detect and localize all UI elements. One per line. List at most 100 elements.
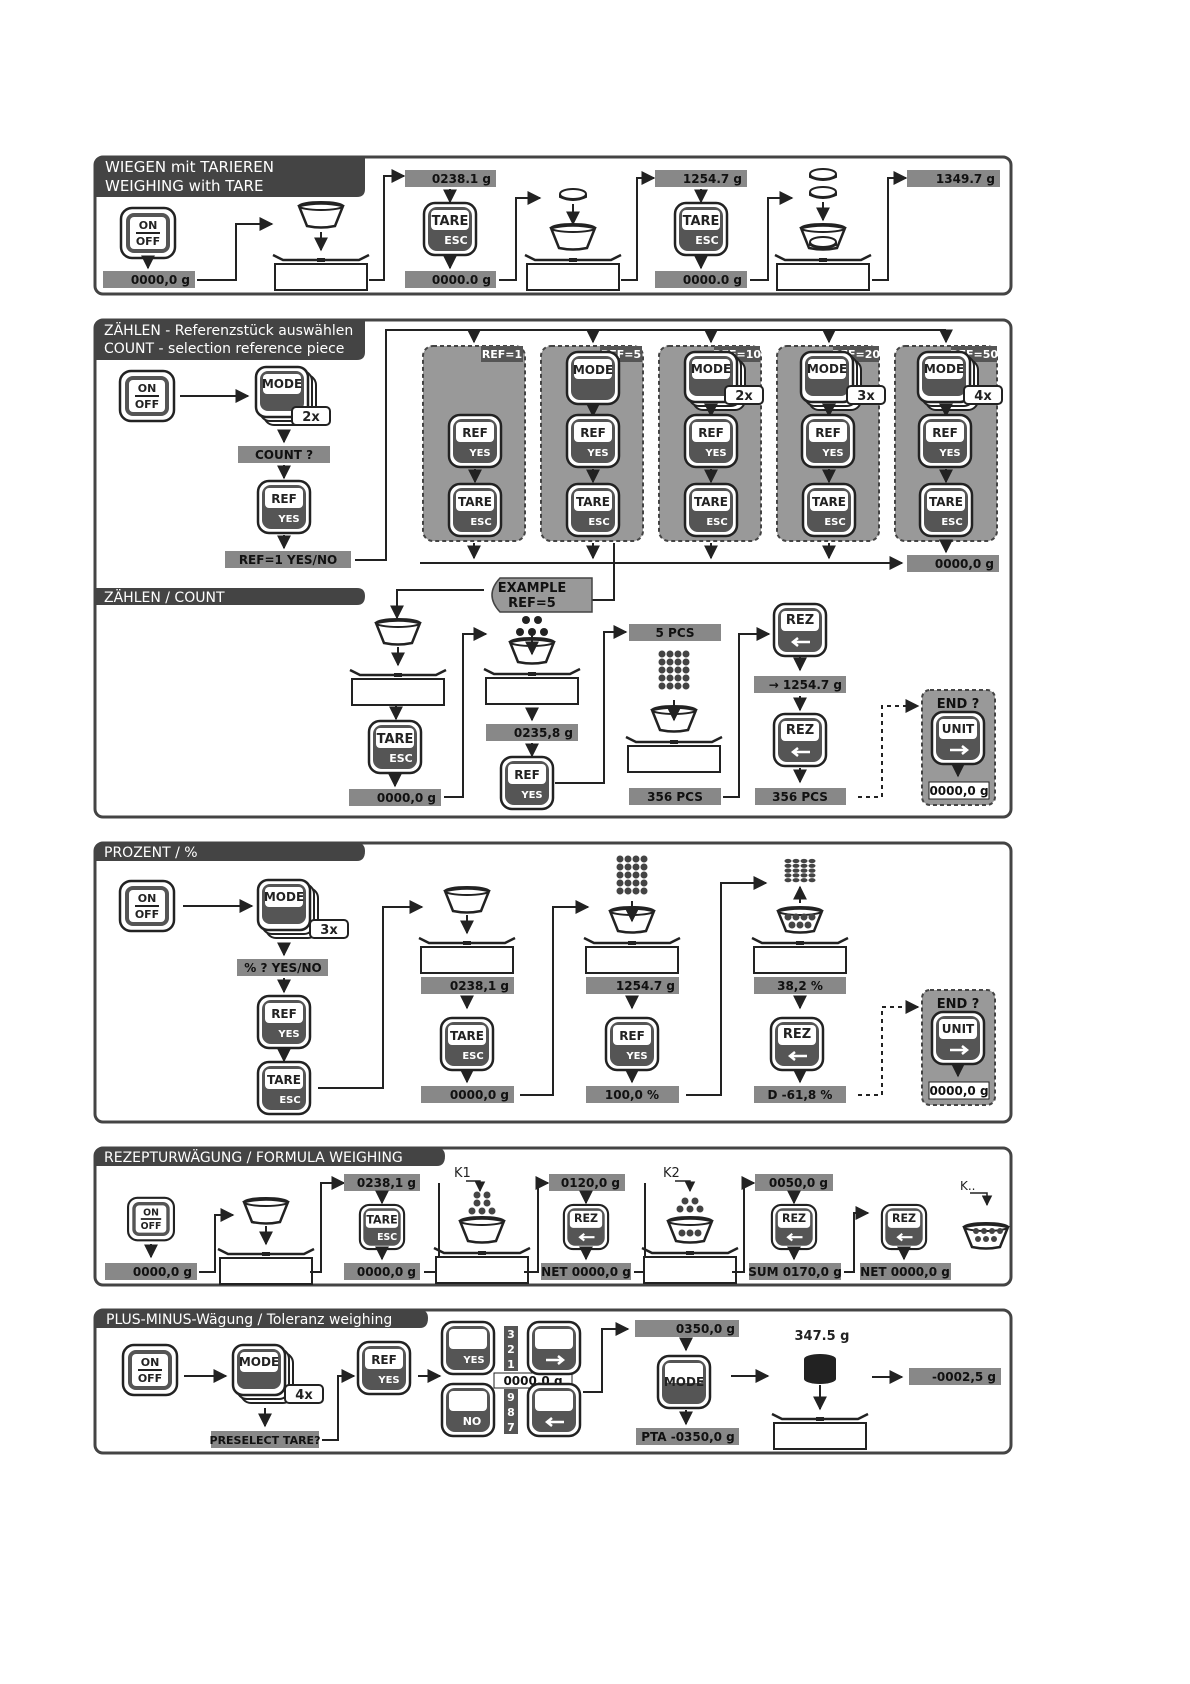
ref-yes-button[interactable]: REF YES — [256, 479, 312, 535]
percent-title: PROZENT / % — [104, 845, 198, 861]
tare-esc-button[interactable]: TARE ESC — [801, 482, 857, 538]
on-off-button[interactable]: ON OFF — [121, 1343, 179, 1397]
ref-yes-button[interactable]: REF YES — [683, 413, 739, 469]
svg-text:1254.7 g: 1254.7 g — [616, 979, 675, 993]
svg-text:-0002,5 g: -0002,5 g — [932, 1370, 996, 1384]
svg-text:TARE: TARE — [366, 1214, 397, 1227]
svg-text:ESC: ESC — [588, 517, 609, 528]
svg-text:REF: REF — [371, 1353, 397, 1367]
mode-button[interactable]: MODE 2x — [254, 365, 331, 427]
svg-text:REZ: REZ — [786, 613, 814, 628]
tare-button[interactable]: TARE ESC — [422, 201, 478, 257]
svg-text:ESC: ESC — [389, 752, 413, 765]
on-off-button[interactable]: ON OFF — [118, 879, 176, 933]
svg-text:ESC: ESC — [941, 517, 962, 528]
mode-button[interactable]: MODE 2x — [683, 350, 764, 412]
svg-text:ON: ON — [143, 1208, 159, 1219]
rez-button[interactable]: REZ — [880, 1203, 928, 1251]
svg-text:TARE: TARE — [694, 495, 728, 509]
scale-empty-bowl — [417, 885, 517, 975]
mode-button[interactable]: MODE — [565, 350, 621, 406]
svg-text:REZ: REZ — [782, 1212, 806, 1225]
svg-text:0238,1 g: 0238,1 g — [357, 1176, 416, 1190]
tare-esc-button[interactable]: TARE ESC — [683, 482, 739, 538]
tare-esc-button[interactable]: TARE ESC — [918, 482, 974, 538]
ref-yes-button[interactable]: REF YES — [447, 413, 503, 469]
svg-text:MODE: MODE — [262, 377, 302, 391]
tare-esc-button[interactable]: TARE ESC — [565, 482, 621, 538]
on-off-button[interactable]: ON OFF — [118, 369, 176, 423]
svg-text:ESC: ESC — [695, 234, 719, 247]
tare-esc-button[interactable]: TARE ESC — [358, 1203, 406, 1251]
svg-text:ESC: ESC — [470, 517, 491, 528]
svg-text:TARE: TARE — [458, 495, 492, 509]
rez-button[interactable]: REZ — [769, 1016, 825, 1072]
svg-text:0350,0 g: 0350,0 g — [676, 1322, 735, 1336]
svg-text:OFF: OFF — [135, 398, 159, 411]
mode-button[interactable]: MODE 3x — [799, 350, 886, 412]
scale-full-bowl — [624, 650, 724, 774]
rez-button[interactable]: REZ — [772, 602, 828, 658]
count-title-de: ZÄHLEN - Referenzstück auswählen — [104, 321, 353, 339]
section-formula: REZEPTURWÄGUNG / FORMULA WEIGHING ON OFF… — [93, 1146, 1013, 1287]
left-arrow-button[interactable] — [526, 1382, 582, 1438]
svg-text:ESC: ESC — [706, 517, 727, 528]
weigh-title-en: WEIGHING with TARE — [105, 177, 263, 195]
unit-button[interactable]: UNIT — [930, 1010, 986, 1066]
rez-button[interactable]: REZ — [562, 1203, 610, 1251]
on-off-button[interactable]: ON OFF — [119, 206, 177, 260]
svg-text:ON: ON — [138, 892, 157, 905]
svg-text:OFF: OFF — [141, 1221, 162, 1232]
svg-text:REZ: REZ — [783, 1027, 811, 1042]
no-down-button[interactable]: NO — [440, 1382, 496, 1438]
svg-text:MODE: MODE — [239, 1355, 279, 1369]
ref-yes-button[interactable]: REF YES — [917, 413, 973, 469]
scale-empty-bowl — [271, 200, 371, 292]
svg-text:347.5 g: 347.5 g — [795, 1329, 850, 1344]
tare-esc-button[interactable]: TARE ESC — [447, 482, 503, 538]
ref-yes-button[interactable]: REF YES — [604, 1016, 660, 1072]
svg-text:YES: YES — [468, 448, 490, 459]
rez-button[interactable]: REZ — [770, 1203, 818, 1251]
rez-button[interactable]: REZ — [772, 712, 828, 768]
ref-yes-button[interactable]: REF YES — [356, 1340, 412, 1396]
mode-button[interactable]: MODE 3x — [256, 878, 349, 940]
on-off-button[interactable]: ON OFF — [126, 1196, 176, 1242]
scale-k2 — [640, 1197, 740, 1285]
svg-text:NET 0000,0 g: NET 0000,0 g — [860, 1265, 950, 1279]
svg-text:9: 9 — [507, 1391, 515, 1404]
display — [103, 271, 195, 288]
tare-esc-button[interactable]: TARE ESC — [439, 1016, 495, 1072]
tare-esc-button[interactable]: TARE ESC — [367, 719, 423, 775]
svg-text:1: 1 — [507, 1358, 515, 1371]
right-arrow-button[interactable] — [526, 1320, 582, 1376]
ref-yes-button[interactable]: REF YES — [800, 413, 856, 469]
svg-text:ESC: ESC — [824, 517, 845, 528]
svg-text:0050,0 g: 0050,0 g — [769, 1176, 828, 1190]
svg-text:2x: 2x — [735, 389, 753, 404]
svg-text:1349.7 g: 1349.7 g — [936, 172, 995, 186]
tare-button-2[interactable]: TARE ESC — [673, 201, 729, 257]
ref-yes-button[interactable]: REF YES — [499, 755, 555, 811]
mode-button[interactable]: MODE 4x — [916, 350, 1003, 412]
tare-esc-button[interactable]: TARE ESC — [256, 1060, 312, 1116]
svg-text:0000,0 g: 0000,0 g — [131, 273, 190, 287]
svg-text:REF=5: REF=5 — [508, 596, 556, 611]
svg-text:MODE: MODE — [664, 1375, 704, 1389]
svg-text:REF: REF — [619, 1029, 645, 1043]
scale-with-two-objects — [773, 168, 873, 292]
svg-text:% ? YES/NO: % ? YES/NO — [244, 961, 322, 975]
mode-button[interactable]: MODE 4x — [231, 1343, 324, 1405]
yes-up-button[interactable]: YES — [440, 1320, 496, 1376]
svg-text:K..: K.. — [960, 1179, 976, 1193]
mode-button[interactable]: MODE — [656, 1354, 712, 1410]
ref-yes-button[interactable]: REF YES — [565, 413, 621, 469]
svg-text:K2: K2 — [663, 1166, 680, 1181]
svg-text:TARE: TARE — [812, 495, 846, 509]
svg-text:MODE: MODE — [807, 362, 847, 376]
svg-text:356 PCS: 356 PCS — [772, 790, 828, 804]
ref-panel-50: REF=50 MODE 4x REF YES TARE ESC — [894, 329, 1003, 542]
unit-button[interactable]: UNIT — [930, 710, 986, 766]
end-panel: END ? UNIT 0000,0 g — [921, 989, 996, 1106]
ref-yes-button[interactable]: REF YES — [256, 994, 312, 1050]
